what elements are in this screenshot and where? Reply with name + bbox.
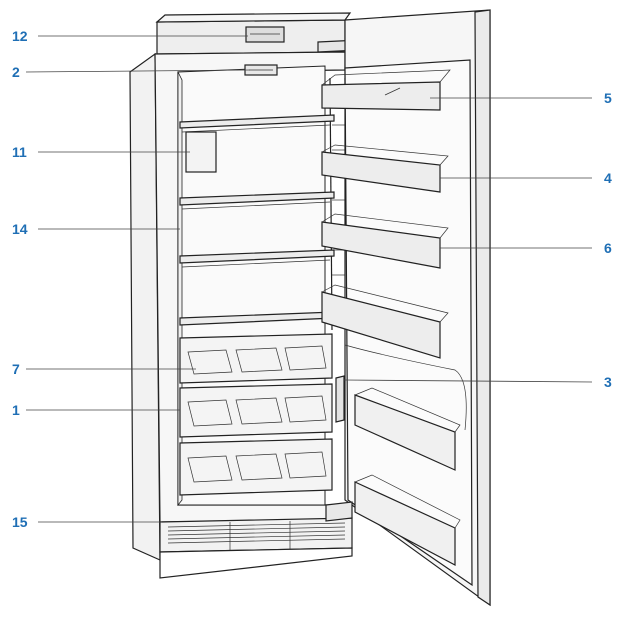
callout-6: 6: [604, 240, 612, 256]
toe-kick-grille: [159, 517, 353, 579]
callout-3: 3: [604, 374, 612, 390]
door-racks: [354, 387, 461, 566]
callout-4: 4: [604, 170, 612, 186]
callout-7: 7: [12, 361, 20, 377]
refrigerator-door: [321, 9, 491, 607]
leader-2: [25, 69, 251, 73]
callout-2: 2: [12, 64, 20, 80]
crisper-drawers: [179, 333, 333, 496]
door-switch: [335, 375, 345, 423]
lower-hinge: [325, 501, 353, 522]
callout-leaders: [25, 35, 593, 523]
glass-shelves: [179, 114, 335, 326]
callout-5: 5: [604, 90, 612, 106]
callout-11: 11: [12, 144, 27, 160]
callout-14: 14: [12, 221, 28, 237]
callout-labels: 12 2 11 14 7 1 15 5 4 6 3: [12, 28, 612, 530]
callout-12: 12: [12, 28, 28, 44]
air-filter: [185, 131, 217, 173]
callout-15: 15: [12, 514, 28, 530]
control-panel: [245, 26, 285, 43]
callout-1: 1: [12, 402, 20, 418]
door-light-strip: [344, 344, 467, 431]
leader-3: [343, 379, 593, 383]
door-shelves: [321, 69, 451, 359]
shelf-ladder-slots: [332, 99, 345, 301]
